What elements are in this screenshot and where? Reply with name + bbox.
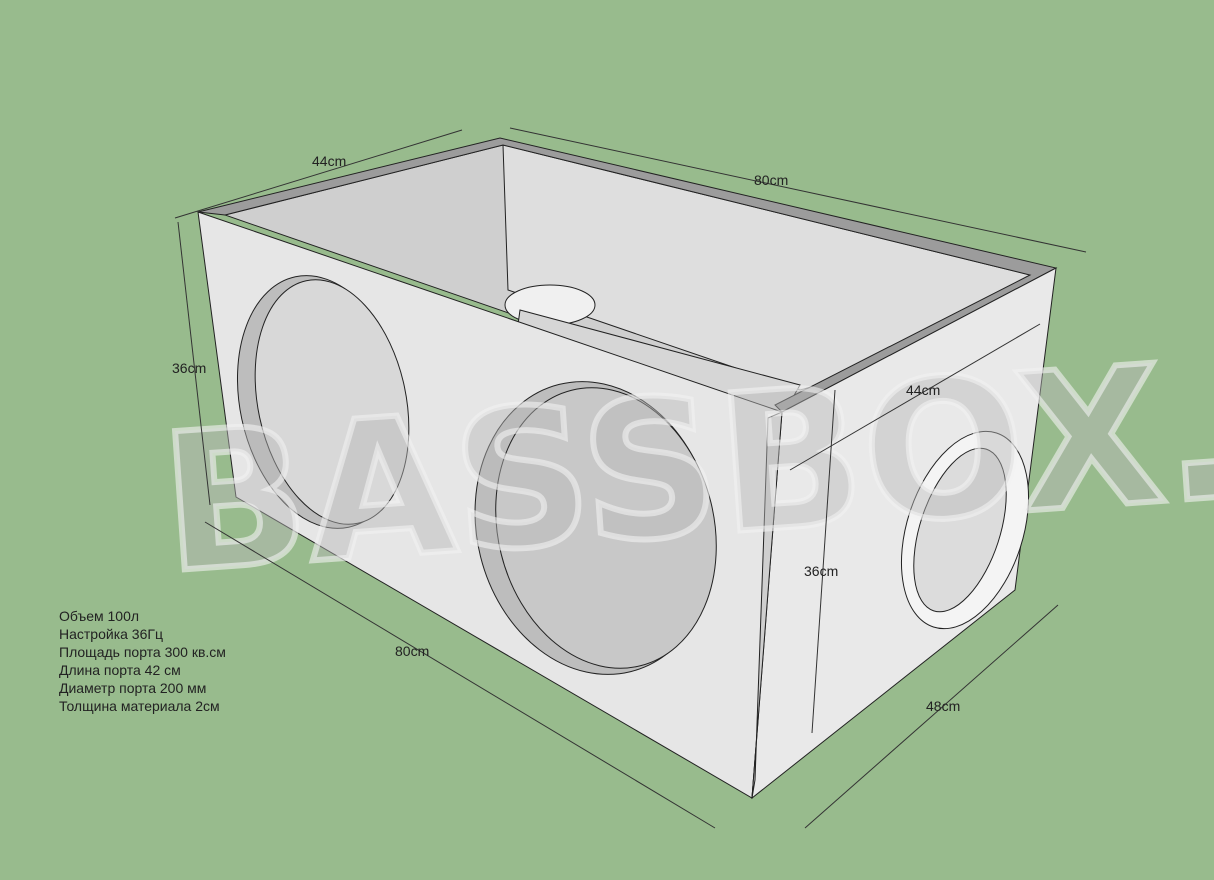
- spec-port-area: Площадь порта 300 кв.см: [59, 644, 226, 660]
- top-rim: [197, 137, 1058, 413]
- spec-tuning: Настройка 36Гц: [59, 626, 163, 642]
- dim-top-length: 80cm: [754, 172, 788, 188]
- spec-port-diameter: Диаметр порта 200 мм: [59, 680, 207, 696]
- spec-volume: Объем 100л: [59, 608, 140, 624]
- dim-front-length: 80cm: [395, 643, 429, 659]
- side-edge: [751, 411, 783, 799]
- dim-top-depth: 44cm: [312, 153, 346, 169]
- dim-side-height: 36cm: [804, 563, 838, 579]
- dim-inner-depth: 44cm: [906, 382, 940, 398]
- spec-material-thickness: Толщина материала 2см: [59, 698, 220, 714]
- specs-list: Объем 100л Настройка 36Гц Площадь порта …: [59, 607, 226, 715]
- dim-side-depth: 48cm: [926, 698, 960, 714]
- spec-port-length: Длина порта 42 см: [59, 662, 181, 678]
- port-opening: [900, 430, 1030, 630]
- woofer-cutout-left: [236, 275, 410, 529]
- dimension-lines: [174, 127, 1087, 829]
- dim-front-height: 36cm: [172, 360, 206, 376]
- woofer-cutout-right: [474, 381, 717, 675]
